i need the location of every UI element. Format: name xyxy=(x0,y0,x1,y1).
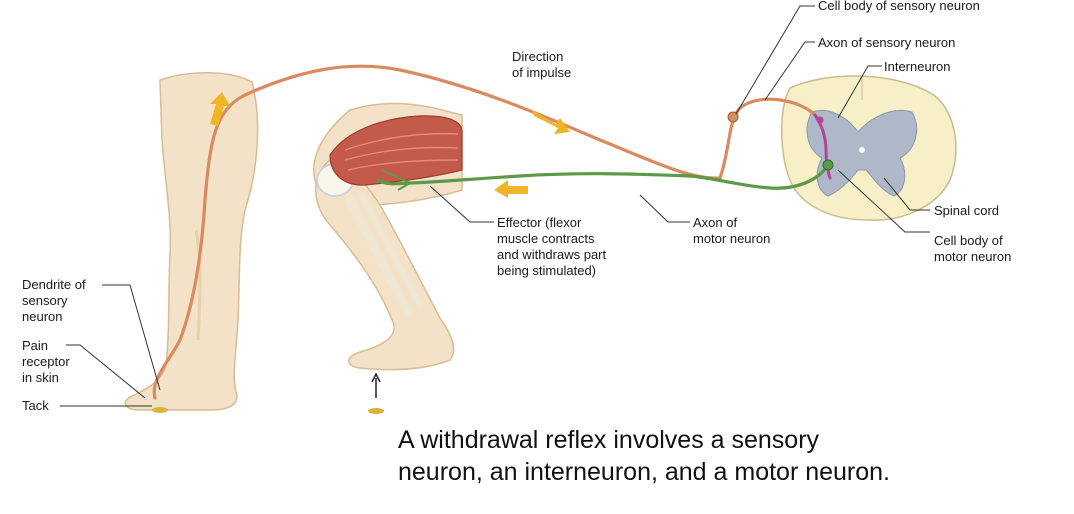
label-pain-receptor: Pain receptor in skin xyxy=(22,338,70,385)
label-spinal-cord: Spinal cord xyxy=(934,203,1000,218)
label-interneuron: Interneuron xyxy=(884,59,951,74)
motor-neuron-path xyxy=(376,163,830,190)
standing-leg xyxy=(124,72,259,411)
tack-icon xyxy=(152,407,384,414)
sensory-neuron-path xyxy=(152,64,817,400)
motor-cell-body xyxy=(822,159,834,171)
label-direction-of-impulse: Direction of impulse xyxy=(512,49,572,80)
label-axon-sensory-neuron: Axon of sensory neuron xyxy=(818,35,956,50)
label-cell-body-motor-neuron: Cell body of motor neuron xyxy=(934,233,1012,264)
flexor-muscle xyxy=(329,115,463,186)
label-tack: Tack xyxy=(22,398,49,413)
spinal-cord xyxy=(781,75,957,221)
interneuron-path xyxy=(813,113,832,180)
label-cell-body-sensory-neuron: Cell body of sensory neuron xyxy=(818,0,980,13)
tack-stimulus-arrow xyxy=(371,372,381,398)
label-axon-motor-neuron: Axon of motor neuron xyxy=(693,215,771,246)
leader-lines xyxy=(60,5,930,407)
figure-caption: A withdrawal reflex involves a sensory n… xyxy=(398,426,891,486)
impulse-arrow-icon xyxy=(210,92,570,198)
sensory-cell-body xyxy=(727,111,739,123)
label-dendrite-sensory-neuron: Dendrite of sensory neuron xyxy=(22,277,86,324)
label-effector: Effector (flexor muscle contracts and wi… xyxy=(497,215,607,278)
